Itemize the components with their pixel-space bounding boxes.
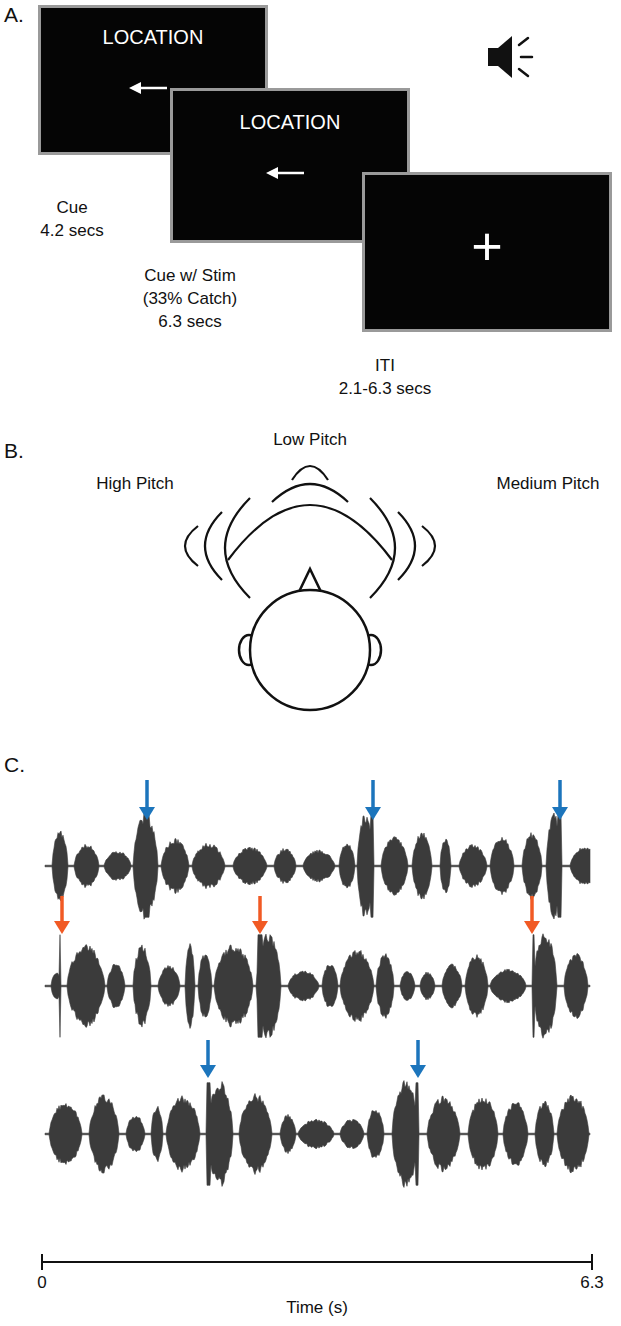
event-arrow bbox=[365, 780, 381, 820]
event-arrows bbox=[54, 780, 568, 1078]
fixation-cross: + bbox=[365, 217, 609, 276]
phase-name: Cue w/ Stim bbox=[144, 266, 236, 286]
phase-duration: 6.3 secs bbox=[158, 312, 221, 332]
panel-letter: A. bbox=[4, 2, 24, 27]
phase-name: Cue bbox=[56, 198, 87, 218]
screen-cue-word: LOCATION bbox=[173, 111, 407, 133]
screen-frame: + bbox=[362, 172, 612, 332]
phase-duration: 2.1-6.3 secs bbox=[339, 379, 432, 399]
source-label: High Pitch bbox=[96, 474, 173, 494]
event-arrow bbox=[410, 1040, 426, 1078]
axis-tick-label: 0 bbox=[37, 1273, 46, 1293]
phase-duration: 4.2 secs bbox=[40, 221, 103, 241]
phase-name: ITI bbox=[375, 356, 395, 376]
panel-letter: B. bbox=[4, 438, 24, 463]
waveforms bbox=[45, 813, 590, 1188]
source-label: Medium Pitch bbox=[497, 474, 600, 494]
event-arrow bbox=[252, 896, 268, 934]
event-arrow bbox=[200, 1040, 216, 1078]
sound-arcs bbox=[185, 466, 435, 598]
speech-waveform bbox=[45, 813, 590, 919]
event-arrow bbox=[54, 896, 70, 934]
time-axis bbox=[42, 1254, 592, 1270]
catch-note: (33% Catch) bbox=[143, 289, 237, 309]
event-arrow bbox=[524, 896, 540, 934]
screen-cue-word: LOCATION bbox=[41, 26, 265, 48]
source-label: Low Pitch bbox=[273, 430, 347, 450]
event-arrow bbox=[139, 780, 155, 820]
axis-title: Time (s) bbox=[286, 1298, 348, 1318]
speech-waveform bbox=[45, 934, 590, 1039]
head-figure bbox=[239, 569, 381, 710]
panel-letter: C. bbox=[4, 752, 25, 777]
speaker-icon bbox=[488, 36, 532, 78]
speech-waveform bbox=[45, 1081, 590, 1188]
axis-tick-label: 6.3 bbox=[580, 1273, 604, 1293]
event-arrow bbox=[552, 780, 568, 820]
